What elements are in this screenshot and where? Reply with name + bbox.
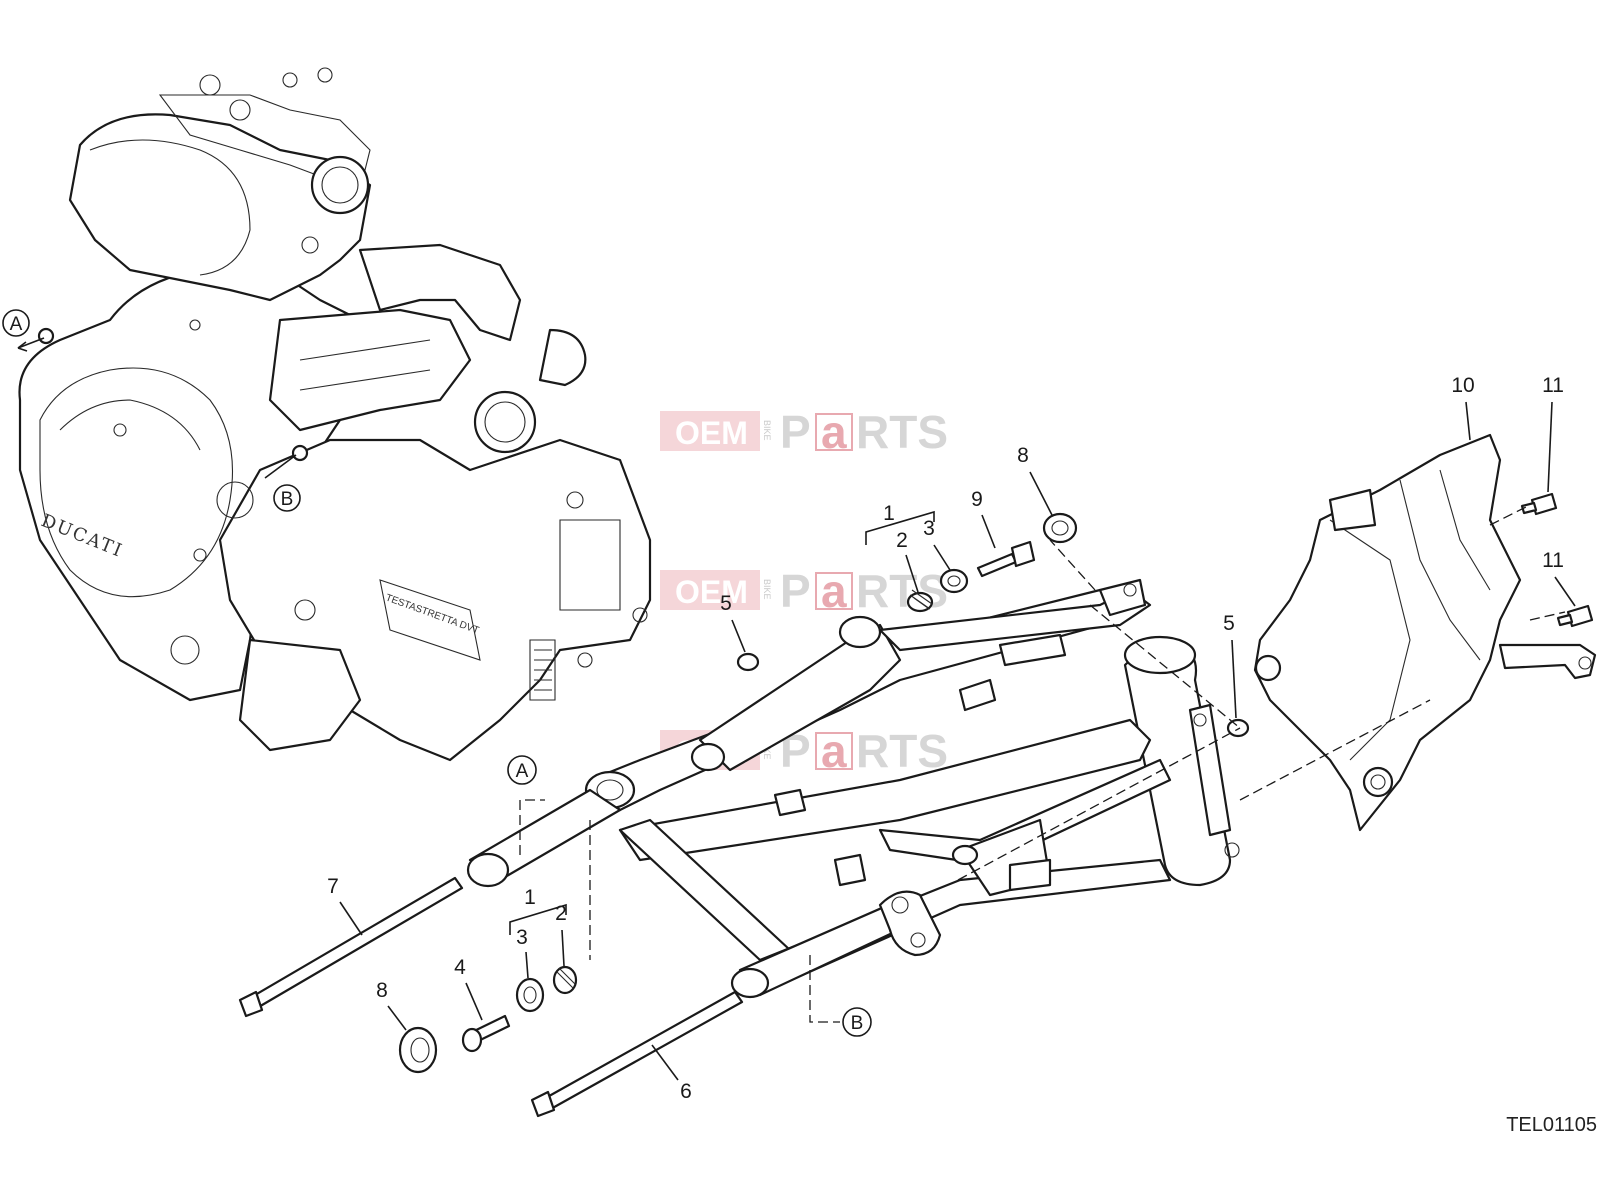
through-bolt-7 (238, 876, 464, 1018)
svg-text:5: 5 (720, 592, 732, 615)
callout-3-upper: 3 (923, 517, 951, 571)
nut-5-left (736, 652, 760, 672)
frame-reference-a: A (507, 755, 537, 785)
callout-1-upper: 1 (865, 502, 935, 545)
svg-text:OEM: OEM (675, 574, 748, 610)
svg-text:9: 9 (971, 488, 983, 511)
upper-screw-9 (976, 540, 1036, 578)
lower-screw-4 (461, 1014, 511, 1053)
svg-text:A: A (10, 314, 23, 335)
svg-text:P: P (780, 406, 811, 458)
trellis-frame (466, 578, 1240, 999)
callout-11-upper: 11 (1542, 374, 1564, 493)
callout-5-right: 5 (1223, 612, 1237, 719)
callout-10: 10 (1451, 374, 1475, 441)
callout-6: 6 (651, 1044, 692, 1103)
svg-text:3: 3 (516, 926, 528, 949)
svg-text:a: a (821, 565, 847, 617)
callout-7: 7 (327, 875, 363, 936)
svg-text:RTS: RTS (856, 406, 948, 458)
footpeg-bracket (1253, 433, 1597, 832)
lower-spacer-2 (552, 965, 578, 995)
svg-text:a: a (821, 406, 847, 458)
callout-2-upper: 2 (896, 529, 919, 593)
frame-reference-b: B (842, 1007, 872, 1037)
svg-text:1: 1 (883, 502, 895, 525)
upper-spacer-2 (906, 589, 934, 613)
engine-reference-a: A (2, 309, 45, 352)
svg-text:2: 2 (896, 529, 908, 552)
svg-text:10: 10 (1451, 374, 1474, 397)
watermark-top: OEM BIKE P a RTS (660, 406, 948, 458)
svg-text:B: B (851, 1013, 864, 1034)
screw-11-lower (1556, 604, 1594, 628)
nut-5-right (1226, 718, 1250, 738)
svg-text:OEM: OEM (675, 415, 748, 451)
callout-8-upper: 8 (1017, 444, 1053, 516)
upper-washer-3 (939, 568, 969, 594)
svg-text:11: 11 (1542, 374, 1564, 397)
engine-reference-b: B (264, 454, 301, 512)
watermark-middle: OEM BIKE P a RTS (660, 565, 948, 617)
svg-text:P: P (780, 565, 811, 617)
svg-text:1: 1 (524, 886, 536, 909)
screw-11-upper (1520, 492, 1558, 516)
engine-assembly: DUCATI TESTASTRETTA DVT (18, 67, 652, 762)
svg-text:6: 6 (680, 1080, 692, 1103)
svg-text:3: 3 (923, 517, 935, 540)
assembly-lines (519, 504, 1566, 1023)
callout-5-left: 5 (720, 592, 746, 653)
svg-text:8: 8 (1017, 444, 1029, 467)
svg-text:5: 5 (1223, 612, 1235, 635)
through-bolt-6 (530, 990, 744, 1118)
svg-text:BIKE: BIKE (762, 579, 772, 600)
svg-text:RTS: RTS (856, 565, 948, 617)
svg-text:11: 11 (1542, 549, 1564, 572)
svg-text:A: A (516, 761, 529, 782)
drawing-code: TEL01105 (1506, 1114, 1597, 1136)
upper-cap-8 (1042, 512, 1078, 544)
callout-8-lower: 8 (376, 979, 407, 1031)
lower-cap-8 (398, 1026, 438, 1074)
callout-1-lower: 1 (509, 886, 567, 935)
svg-text:BIKE: BIKE (762, 420, 772, 441)
callout-4: 4 (454, 956, 483, 1021)
svg-text:8: 8 (376, 979, 388, 1002)
callout-9: 9 (971, 488, 996, 549)
svg-text:7: 7 (327, 875, 339, 898)
lower-washer-3 (515, 977, 545, 1013)
svg-text:RTS: RTS (856, 725, 948, 777)
callout-11-lower: 11 (1542, 549, 1576, 607)
svg-text:2: 2 (555, 902, 567, 925)
callout-3-lower: 3 (516, 926, 529, 979)
callout-2-lower: 2 (555, 902, 567, 967)
svg-text:B: B (281, 489, 294, 510)
svg-text:4: 4 (454, 956, 466, 979)
svg-text:a: a (821, 725, 847, 777)
